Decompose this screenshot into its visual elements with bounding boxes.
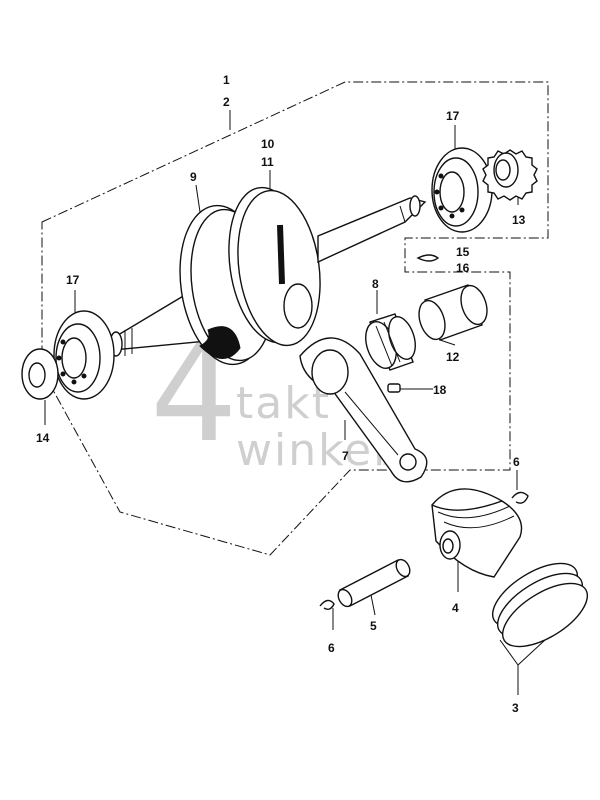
callout-18: 18 bbox=[433, 383, 447, 397]
callout-6-left: 6 bbox=[328, 641, 335, 655]
cam-chain-sprocket bbox=[482, 149, 538, 201]
piston bbox=[431, 488, 523, 578]
callout-9: 9 bbox=[190, 170, 197, 184]
needle-bearing bbox=[365, 313, 416, 371]
callout-17-right: 17 bbox=[446, 109, 460, 123]
oil-seal bbox=[21, 348, 59, 400]
callout-15: 15 bbox=[456, 245, 470, 259]
callout-13: 13 bbox=[512, 213, 526, 227]
callout-5: 5 bbox=[370, 619, 377, 633]
callout-3: 3 bbox=[512, 701, 519, 715]
callout-17-left: 17 bbox=[66, 273, 80, 287]
callouts: 1 2 10 11 9 17 13 15 16 17 8 12 18 14 7 … bbox=[36, 73, 526, 715]
assembly-boundary bbox=[41, 81, 549, 556]
watermark-line1: takt bbox=[236, 378, 331, 429]
piston-pin bbox=[337, 558, 411, 608]
callout-7: 7 bbox=[342, 449, 349, 463]
piston-pin-clip-right bbox=[511, 491, 529, 504]
callout-11: 11 bbox=[261, 155, 274, 169]
piston-pin-clip-left bbox=[319, 599, 335, 611]
callout-10: 10 bbox=[261, 137, 275, 151]
connecting-rod bbox=[299, 337, 428, 483]
callout-12: 12 bbox=[446, 350, 460, 364]
callout-2: 2 bbox=[223, 95, 230, 109]
piston-ring-set bbox=[491, 562, 589, 648]
callout-8: 8 bbox=[372, 277, 379, 291]
callout-6-right: 6 bbox=[513, 455, 520, 469]
callout-16: 16 bbox=[456, 261, 470, 275]
callout-14: 14 bbox=[36, 431, 50, 445]
pin bbox=[387, 383, 401, 393]
callout-1: 1 bbox=[223, 73, 230, 87]
watermark-line2: winkel bbox=[236, 425, 387, 476]
woodruff-key bbox=[416, 254, 440, 262]
right-main-bearing bbox=[431, 147, 493, 233]
right-crank bbox=[228, 186, 321, 347]
crank-pin bbox=[418, 284, 488, 341]
callout-4: 4 bbox=[452, 601, 459, 615]
right-crank-shaft bbox=[317, 195, 427, 264]
left-main-bearing bbox=[53, 310, 115, 400]
